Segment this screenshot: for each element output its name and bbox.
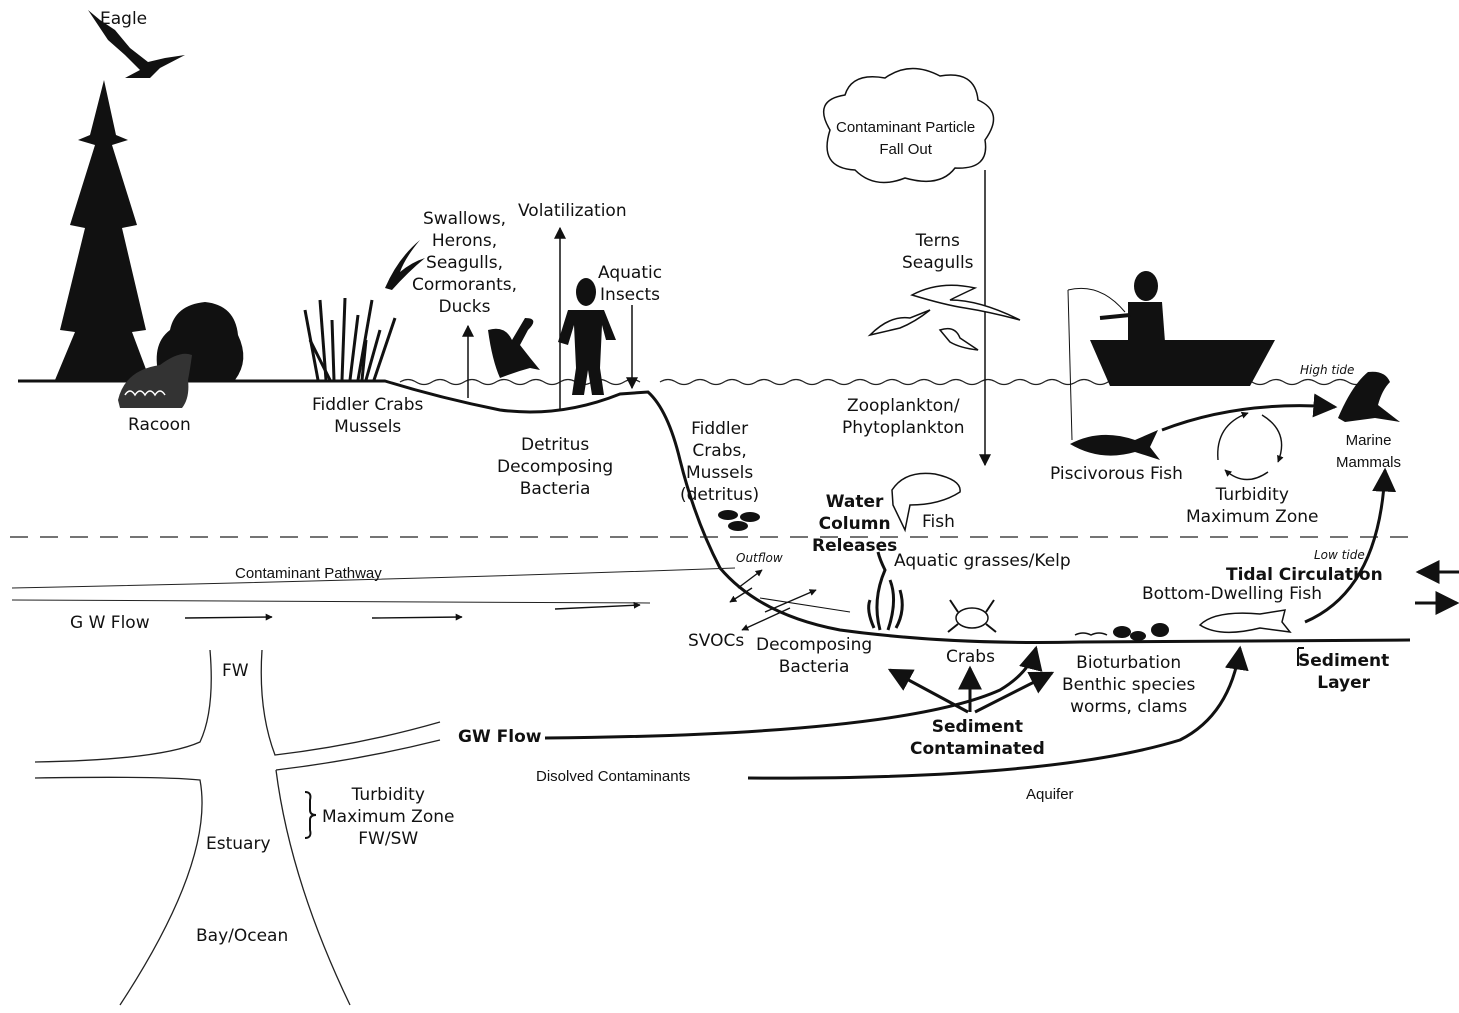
contaminant-cloud [822,67,995,184]
bottom-fish-icon [1198,609,1292,634]
fishing-line [1067,287,1126,441]
bottom-fish-to-mammal-arrow [1304,467,1397,624]
bottom-dwelling-label: Bottom-Dwelling Fish [1142,584,1322,604]
fish-to-mammal-arrow [1161,393,1338,432]
gw-flow-bottom-label: GW Flow [458,727,542,747]
terns-label: Terns Seagulls [902,231,974,273]
estuary-map [34,649,441,1006]
turbidity-brace [304,791,317,839]
kelp-icon [867,551,904,631]
ground-line [18,379,1411,644]
fw-label: FW [222,661,249,681]
terns-icon [867,284,1021,351]
outflow-label: Outflow [736,551,783,565]
sediment-contaminated-label: Sediment Contaminated [910,717,1045,759]
fiddler-crabs-mussels-label: Fiddler Crabs Mussels [312,395,424,437]
contaminant-pathway-label: Contaminant Pathway [235,565,382,582]
racoon-icon [118,353,192,408]
marine-mammals-label: Marine Mammals [1336,432,1402,471]
eagle-icon [88,10,185,78]
aquifer-label: Aquifer [1026,786,1074,803]
boat-icon [1090,271,1275,386]
gw-flow-arrow [544,645,1043,740]
swallow-icon [385,240,425,290]
high-tide-label: High tide [1300,363,1355,377]
svocs-line [759,597,851,613]
mussels-icon [718,510,760,531]
water-column-label: Water Column Releases [812,492,898,556]
gw-flow-arrows [184,601,641,621]
piscivorous-label: Piscivorous Fish [1050,464,1183,484]
aquatic-insects-label: Aquatic Insects [598,263,663,305]
detritus-label: Detritus Decomposing Bacteria [497,435,614,499]
tree-icon [55,80,150,382]
benthic-icon [1074,623,1169,641]
fish-label: Fish [922,512,955,532]
marine-mammal-icon [1338,371,1400,422]
eagle-label: Eagle [100,9,148,29]
svocs-label: SVOCs [688,631,745,651]
fish-icon [891,472,961,533]
dissolved-arrow [747,645,1249,780]
heron-icon [488,318,540,378]
crab-icon [947,599,997,633]
turbidity-label: Turbidity Maximum Zone [1186,485,1319,527]
sediment-release-arrows [887,665,1055,714]
crabs-label: Crabs [946,647,995,667]
sediment-bracket [1297,647,1304,666]
aquatic-grasses-label: Aquatic grasses/Kelp [894,551,1071,571]
cloud-label: Contaminant Particle Fall Out [836,119,976,158]
outflow-arrows [729,569,817,631]
racoon-label: Racoon [128,415,191,435]
bay-ocean-label: Bay/Ocean [196,926,289,946]
gw-flow-top-label: G W Flow [70,613,150,633]
bioturbation-label: Bioturbation Benthic species worms, clam… [1062,653,1196,717]
contaminant-pathway-line [11,567,736,589]
reeds-icon [303,297,397,381]
low-tide-label: Low tide [1314,548,1365,562]
fiddler-crabs-detritus-label: Fiddler Crabs, Mussels (detritus) [680,419,760,505]
gw-flow-line [11,599,651,604]
sediment-layer-label: Sediment Layer [1298,651,1390,693]
tidal-circulation-label: Tidal Circulation [1226,565,1383,585]
person-icon [558,278,616,395]
turbidity-inset-label: Turbidity Maximum Zone FW/SW [322,785,455,849]
volatilization-label: Volatilization [518,201,627,221]
circulation-icon [1217,411,1284,481]
zooplankton-label: Zooplankton/ Phytoplankton [842,396,965,438]
disolved-label: Disolved Contaminants [536,768,691,785]
piscivorous-fish-icon [1070,430,1160,460]
decomposing-bacteria-label: Decomposing Bacteria [756,635,873,677]
swallows-label: Swallows, Herons, Seagulls, Cormorants, … [412,209,518,317]
estuary-label: Estuary [206,834,271,854]
